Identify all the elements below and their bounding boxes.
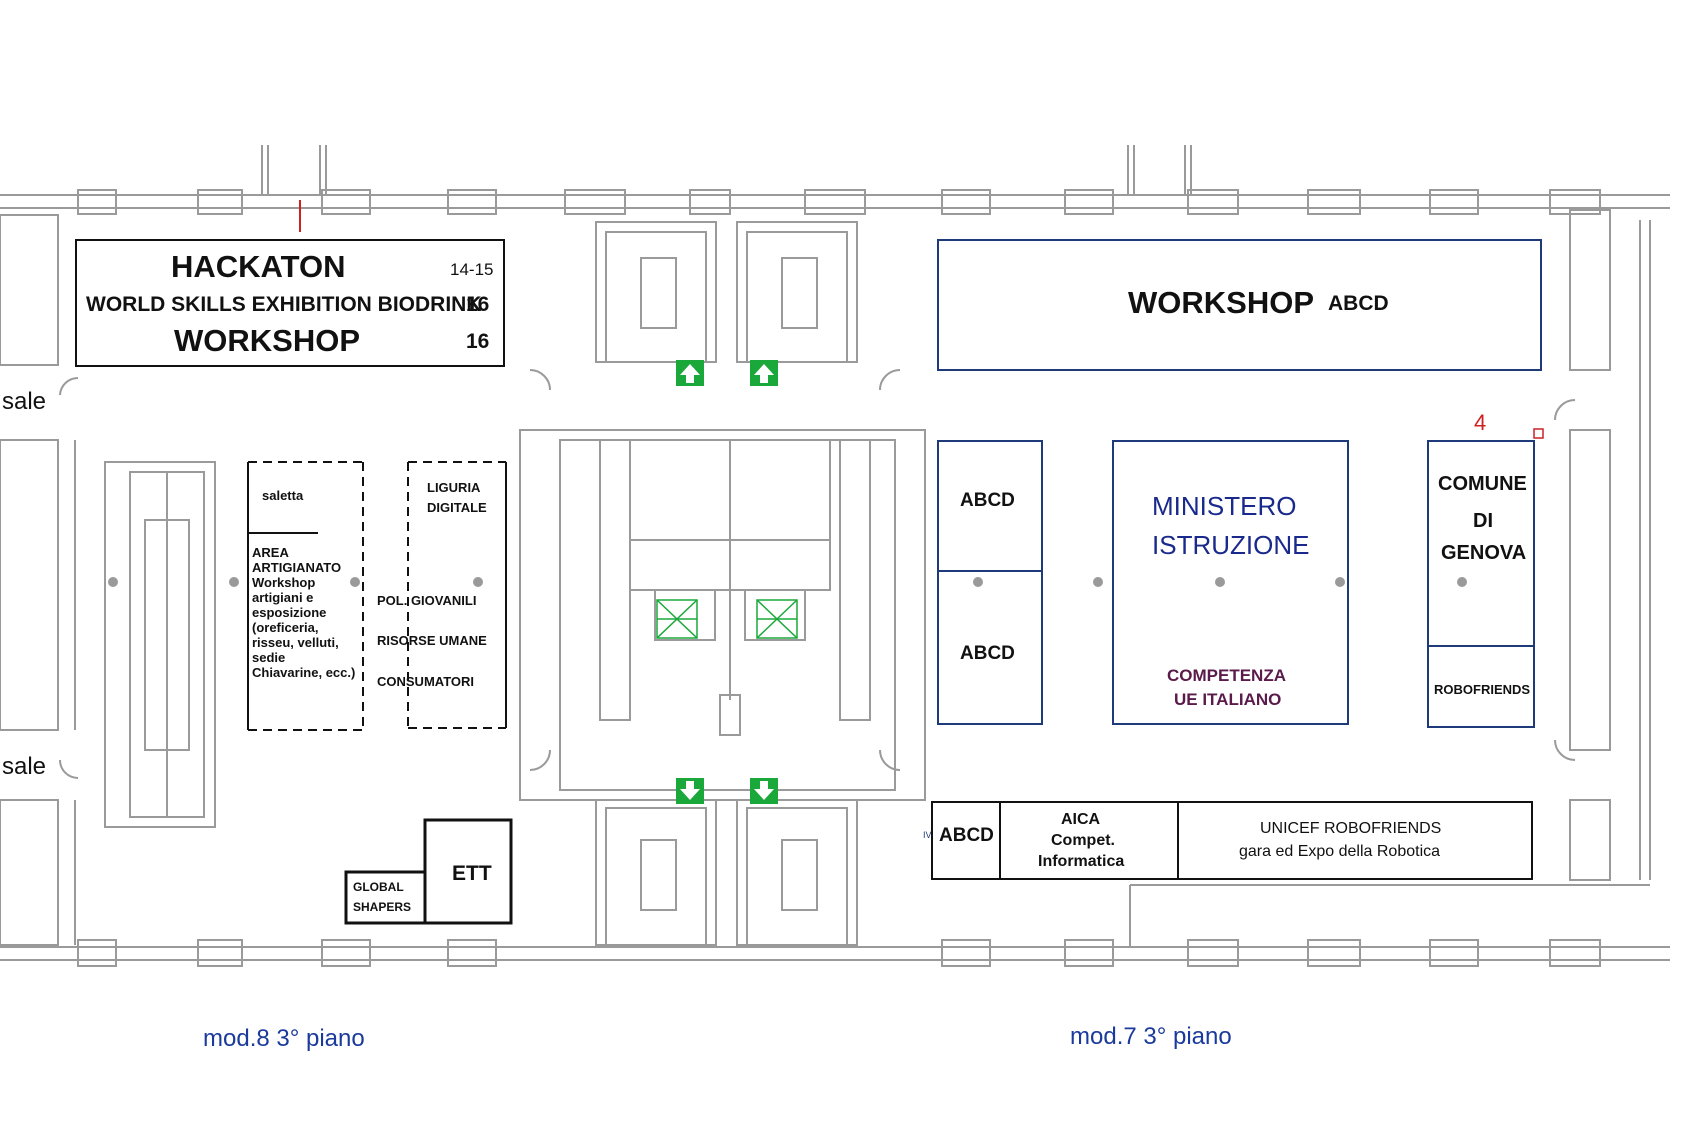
- hackaton-time: 14-15: [450, 260, 494, 279]
- hackaton-title: HACKATON: [171, 249, 346, 284]
- caption-mod8: mod.8 3° piano: [203, 1025, 365, 1052]
- global-shapers-line-2: SHAPERS: [353, 900, 412, 914]
- abcd-bottom-label: ABCD: [960, 643, 1015, 664]
- ministero-line-1: MINISTERO: [1152, 491, 1297, 521]
- competenza-line-2: UE ITALIANO: [1174, 690, 1282, 709]
- area-line: Chiavarine, ecc.): [252, 664, 356, 680]
- comune-line-2: DI: [1473, 510, 1493, 532]
- area-line: ARTIGIANATO: [252, 559, 342, 575]
- sale-label-top: sale: [2, 388, 47, 415]
- global-shapers-line-1: GLOBAL: [353, 880, 404, 894]
- aica-line-2: Compet.: [1051, 832, 1115, 849]
- elevator-icon: [656, 599, 798, 639]
- aica-line-3: Informatica: [1038, 853, 1125, 870]
- consumatori: CONSUMATORI: [377, 674, 475, 689]
- caption-mod7: mod.7 3° piano: [1070, 1023, 1232, 1050]
- area-line: esposizione: [252, 604, 327, 620]
- area-line: AREA: [252, 545, 289, 560]
- ministero-line-2: ISTRUZIONE: [1152, 530, 1310, 560]
- aica-line-1: AICA: [1061, 811, 1101, 828]
- pol-giovanili: POL. GIOVANILI: [377, 593, 477, 608]
- world-skills-label: WORLD SKILLS EXHIBITION BIODRINK: [86, 293, 482, 316]
- area-artigianato: AREA ARTIGIANATO Workshop artigiani e es…: [252, 545, 356, 680]
- comune-line-1: COMUNE: [1438, 473, 1527, 495]
- liguria-line-2: DIGITALE: [427, 500, 487, 515]
- unicef-line-1: UNICEF ROBOFRIENDS: [1260, 820, 1442, 837]
- comune-line-3: GENOVA: [1441, 542, 1527, 564]
- arrow-up-icon: [676, 360, 778, 386]
- workshop-right-title: WORKSHOP: [1128, 285, 1314, 320]
- workshop-right-suffix: ABCD: [1328, 292, 1389, 315]
- liguria-line-1: LIGURIA: [427, 480, 481, 495]
- area-line: sedie: [252, 649, 286, 665]
- area-line: artigiani e: [252, 589, 314, 605]
- competenza-line-1: COMPETENZA: [1167, 666, 1286, 685]
- sale-label-bottom: sale: [2, 753, 47, 780]
- area-line: Workshop: [252, 574, 316, 590]
- abcd-bottom-row-label: ABCD: [939, 825, 994, 846]
- abcd-top-label: ABCD: [960, 490, 1015, 511]
- area-line: risseu, velluti,: [252, 634, 339, 650]
- world-skills-time: 16: [466, 293, 490, 316]
- workshop-left-time: 16: [466, 330, 490, 353]
- area-line: (oreficeria,: [252, 619, 319, 635]
- iv-mark: IV: [923, 830, 932, 840]
- arrow-down-icon: [676, 778, 778, 804]
- saletta-label: saletta: [262, 488, 304, 503]
- stand-number: 4: [1474, 410, 1487, 435]
- ett-label: ETT: [452, 862, 492, 885]
- unicef-line-2: gara ed Expo della Robotica: [1239, 843, 1441, 860]
- workshop-left-title: WORKSHOP: [174, 323, 360, 358]
- risorse-umane: RISORSE UMANE: [377, 633, 487, 648]
- robofriends-small: ROBOFRIENDS: [1434, 682, 1531, 697]
